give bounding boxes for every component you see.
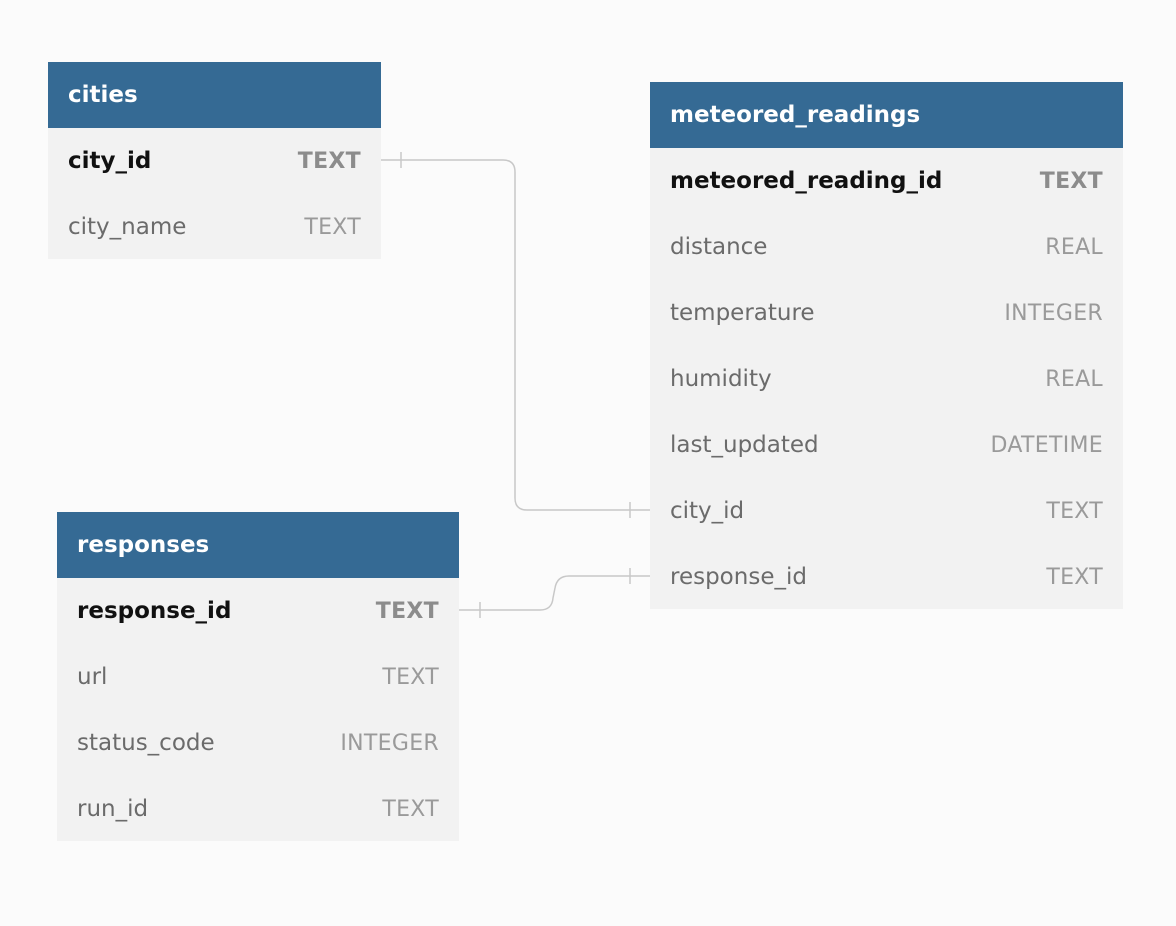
column-row-distance[interactable]: distance REAL	[650, 214, 1123, 280]
column-type: TEXT	[1046, 564, 1103, 590]
column-type: TEXT	[297, 148, 361, 174]
column-type: INTEGER	[340, 730, 439, 756]
column-row-url[interactable]: url TEXT	[57, 644, 459, 710]
table-header[interactable]: cities	[48, 62, 381, 128]
column-row-city-id[interactable]: city_id TEXT	[48, 128, 381, 194]
column-row-meteored-reading-id[interactable]: meteored_reading_id TEXT	[650, 148, 1123, 214]
column-name: temperature	[670, 300, 815, 326]
column-type: INTEGER	[1004, 300, 1103, 326]
relationship-responses-meteored	[459, 568, 650, 618]
column-name: city_name	[68, 214, 187, 240]
column-name: last_updated	[670, 432, 819, 458]
column-row-response-id[interactable]: response_id TEXT	[650, 544, 1123, 610]
column-name: city_id	[68, 148, 152, 174]
column-row-temperature[interactable]: temperature INTEGER	[650, 280, 1123, 346]
column-row-city-name[interactable]: city_name TEXT	[48, 194, 381, 260]
relationship-cities-meteored	[381, 152, 650, 518]
column-name: meteored_reading_id	[670, 168, 943, 194]
column-name: humidity	[670, 366, 772, 392]
column-row-run-id[interactable]: run_id TEXT	[57, 776, 459, 842]
column-row-humidity[interactable]: humidity REAL	[650, 346, 1123, 412]
column-type: REAL	[1045, 234, 1103, 260]
column-name: distance	[670, 234, 768, 260]
column-name: response_id	[77, 598, 232, 624]
column-row-city-id[interactable]: city_id TEXT	[650, 478, 1123, 544]
table-header[interactable]: responses	[57, 512, 459, 578]
table-responses[interactable]: responses response_id TEXT url TEXT stat…	[57, 512, 459, 841]
column-name: response_id	[670, 564, 807, 590]
column-row-status-code[interactable]: status_code INTEGER	[57, 710, 459, 776]
column-type: TEXT	[1046, 498, 1103, 524]
column-name: run_id	[77, 796, 149, 822]
column-name: city_id	[670, 498, 745, 524]
table-header[interactable]: meteored_readings	[650, 82, 1123, 148]
column-type: TEXT	[304, 214, 361, 240]
column-type: TEXT	[1039, 168, 1103, 194]
column-type: TEXT	[382, 664, 439, 690]
column-name: url	[77, 664, 108, 690]
table-meteored-readings[interactable]: meteored_readings meteored_reading_id TE…	[650, 82, 1123, 609]
column-type: REAL	[1045, 366, 1103, 392]
column-type: TEXT	[375, 598, 439, 624]
column-row-last-updated[interactable]: last_updated DATETIME	[650, 412, 1123, 478]
column-type: TEXT	[382, 796, 439, 822]
column-type: DATETIME	[990, 432, 1103, 458]
column-row-response-id[interactable]: response_id TEXT	[57, 578, 459, 644]
column-name: status_code	[77, 730, 215, 756]
table-cities[interactable]: cities city_id TEXT city_name TEXT	[48, 62, 381, 259]
